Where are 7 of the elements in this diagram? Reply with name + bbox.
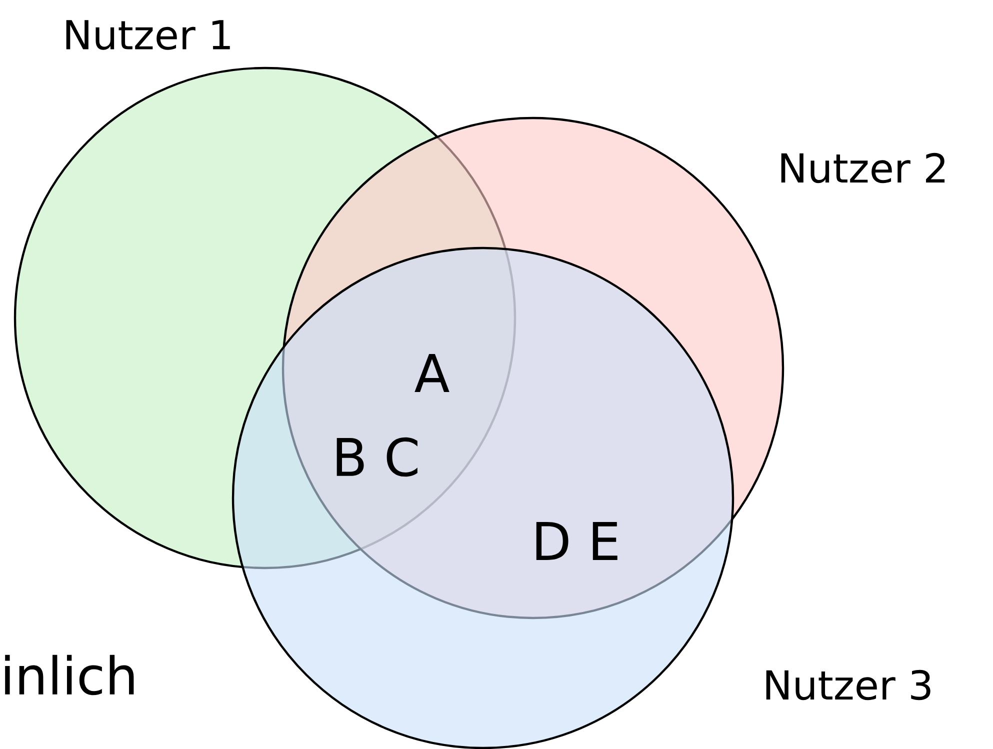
circle-label: Nutzer 1 — [66, 20, 230, 50]
region-label: B C — [336, 437, 418, 477]
region-label: inlich — [5, 654, 134, 696]
circle-label: Nutzer 3 — [766, 670, 930, 700]
circle-label: Nutzer 2 — [781, 152, 945, 184]
region-label: D E — [536, 522, 618, 560]
region-label: A — [414, 354, 450, 392]
